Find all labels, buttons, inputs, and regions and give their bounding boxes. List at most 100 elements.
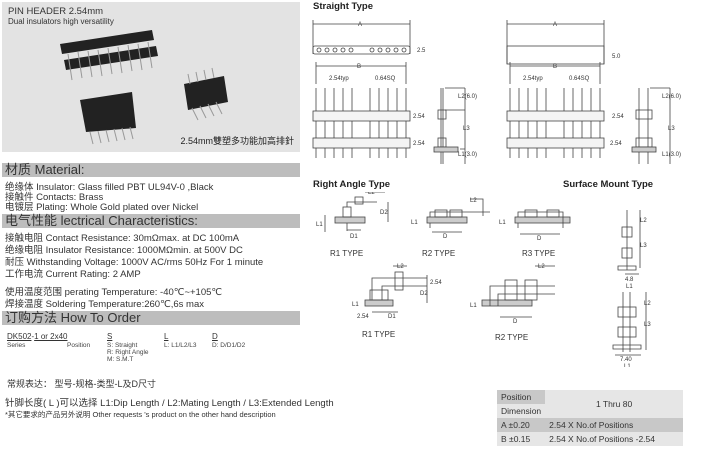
insulator-height-4: 2.54: [610, 141, 622, 147]
d-option: D: D/D1/D2: [212, 342, 246, 349]
l1-label-double: L1(3.0): [662, 152, 681, 158]
straight-pins: [315, 88, 407, 158]
operating-temperature: 使用温度范围 perating Temperature: -40℃~+105℃: [5, 287, 223, 298]
dim-a-label: A: [358, 22, 362, 28]
order-separator: -: [31, 332, 35, 341]
r1-l1: L1: [316, 222, 323, 228]
r1d-d1: D1: [388, 314, 396, 320]
plating-spec: 电镀层 Plating: Whole Gold plated over Nick…: [5, 202, 199, 213]
r2d-l2: L2: [538, 264, 545, 270]
dim-height-5-0: 5.0: [612, 54, 621, 60]
order-code: DK502-1 or 2x40: [7, 332, 68, 341]
photo-caption: 2.54mm雙塑多功能加高排針: [180, 136, 294, 146]
insulator-height-3: 2.54: [612, 114, 624, 120]
r2d-l1: L1: [470, 303, 477, 309]
l3-label: L3: [463, 126, 470, 132]
straight-type-title: Straight Type: [313, 1, 373, 12]
r2-l1: L1: [411, 220, 418, 226]
r1-d1: D1: [350, 234, 358, 240]
right-angle-and-smt-drawing: L2 D2 L1 D1 R1 TYPE L2 L1 D R2 TYPE L1 D…: [316, 192, 651, 367]
r3-l1: L1: [499, 220, 506, 226]
photo-title: PIN HEADER 2.54mm: [8, 6, 104, 17]
dim-b: B ±0.15: [501, 434, 531, 444]
withstanding-voltage: 耐压 Withstanding Voltage: 1000V AC/rms 50…: [5, 257, 264, 268]
product-photo: PIN HEADER 2.54mm Dual insulators high v…: [2, 2, 300, 152]
insulator-resistance: 绝缘电阻 Insulator Resistance: 1000MΩmin. at…: [5, 245, 243, 256]
dimension-header: Dimension: [497, 404, 546, 418]
current-rating: 工作电流 Current Rating: 2 AMP: [5, 269, 141, 280]
l2-label-double: L2(6.0): [662, 94, 681, 100]
smt1-l2: L2: [640, 218, 647, 224]
l3-label-double: L3: [668, 126, 675, 132]
single-row-pin-holes: [316, 47, 407, 53]
pin-length-note: 针脚长度( L )可以选择 L1:Dip Length / L2:Mating …: [5, 398, 334, 409]
table-row: A ±0.20 2.54 X No.of Positions: [497, 418, 683, 432]
r1-l2: L2: [368, 192, 375, 196]
r1d-d2: D2: [420, 291, 428, 297]
contact-resistance: 接触电阻 Contact Resistance: 30mΩmax. at DC …: [5, 233, 240, 244]
r2-l2: L2: [470, 198, 477, 204]
position-code: 1 or 2x40: [34, 332, 68, 341]
l1-label: L1(3.0): [458, 152, 477, 158]
other-requests-note: *其它要求的产品另外说明 Other requests 's product o…: [5, 410, 276, 419]
pin-size-label-double: 0.64SQ: [569, 76, 590, 82]
smt1-l3: L3: [640, 243, 647, 249]
insulator-height-1: 2.54: [413, 114, 425, 120]
dim-a-formula: 2.54 X No.of Positions: [549, 420, 634, 430]
length-option: L: L1/L2/L3: [164, 342, 197, 349]
dim-b-label-double: B: [553, 64, 557, 70]
surface-mount-type-title: Surface Mount Type: [563, 179, 654, 190]
electrical-heading: 电气性能 lectrical Characteristics:: [2, 214, 300, 228]
r1d-pitch-bottom: 2.54: [357, 314, 369, 320]
insulator-spec: 绝缘体 Insulator: Glass filled PBT UL94V-0 …: [5, 182, 214, 193]
smt2-l2: L2: [644, 301, 651, 307]
r1-d2: D2: [380, 210, 388, 216]
r2d-d: D: [513, 319, 518, 325]
type-code: S: [107, 332, 113, 341]
r1d-l1: L1: [352, 302, 359, 308]
position-header: Position: [497, 390, 546, 404]
dim-height-2-5: 2.5: [417, 48, 426, 54]
dim-a: A ±0.20: [501, 420, 530, 430]
dim-a-label-double: A: [553, 22, 557, 28]
contacts-spec: 接触件 Contacts: Brass: [5, 192, 104, 203]
series-code: DK502: [7, 332, 32, 341]
pin-size-label: 0.64SQ: [375, 76, 396, 82]
photo-subtitle: Dual insulators high versatility: [8, 17, 114, 26]
type-option-straight: S: Straight: [107, 342, 138, 349]
dim-b-formula: 2.54 X No.of Positions -2.54: [549, 434, 655, 444]
dim-b-label: B: [357, 64, 361, 70]
table-row: B ±0.15 2.54 X No.of Positions -2.54: [497, 432, 683, 446]
r2-type-label: R2 TYPE: [422, 249, 455, 258]
d-code: D: [212, 332, 218, 341]
position-range: 1 Thru 80: [545, 390, 683, 418]
pitch-label: 2.54typ: [329, 76, 349, 82]
r1-type-label: R1 TYPE: [330, 249, 363, 258]
straight-type-drawing: A 2.5 A 5.0 B 2.54typ 0.64SQ 2.54 2.54 L…: [312, 20, 681, 164]
smt1-l1: L1: [626, 284, 633, 290]
type-option-smt: M: S.M.T: [107, 356, 134, 363]
smt2-width: 7.40: [620, 357, 632, 363]
r1d-type-label: R1 TYPE: [362, 330, 395, 339]
smt2-l1: L1: [624, 364, 631, 367]
insulator-height-2: 2.54: [413, 141, 425, 147]
r2d-type-label: R2 TYPE: [495, 333, 528, 342]
dimension-table: Position 1 Thru 80 Dimension A ±0.20 2.54…: [497, 390, 683, 446]
pin-header-photo-image: [60, 30, 228, 145]
r1d-l2: L2: [397, 264, 404, 270]
order-heading: 订购方法 How To Order: [2, 311, 300, 325]
type-option-right-angle: R: Right Angle: [107, 349, 149, 356]
position-label: Position: [67, 342, 91, 349]
right-angle-type-title: Right Angle Type: [313, 179, 391, 190]
smt2-l3: L3: [644, 322, 651, 328]
soldering-temperature: 焊接温度 Soldering Temperature:260℃,6s max: [5, 299, 204, 310]
r1d-pitch: 2.54: [430, 280, 442, 286]
l2-label: L2(6.0): [458, 94, 477, 100]
r2-d: D: [443, 234, 448, 240]
expression-note: 常规表达： 型号-规格-类型-L及D尺寸: [7, 379, 156, 389]
r3-d: D: [537, 236, 542, 242]
material-heading: 材质 Material:: [2, 163, 300, 177]
series-label: Series: [7, 342, 26, 349]
smt1-width: 4.8: [625, 277, 634, 283]
r3-type-label: R3 TYPE: [522, 249, 555, 258]
